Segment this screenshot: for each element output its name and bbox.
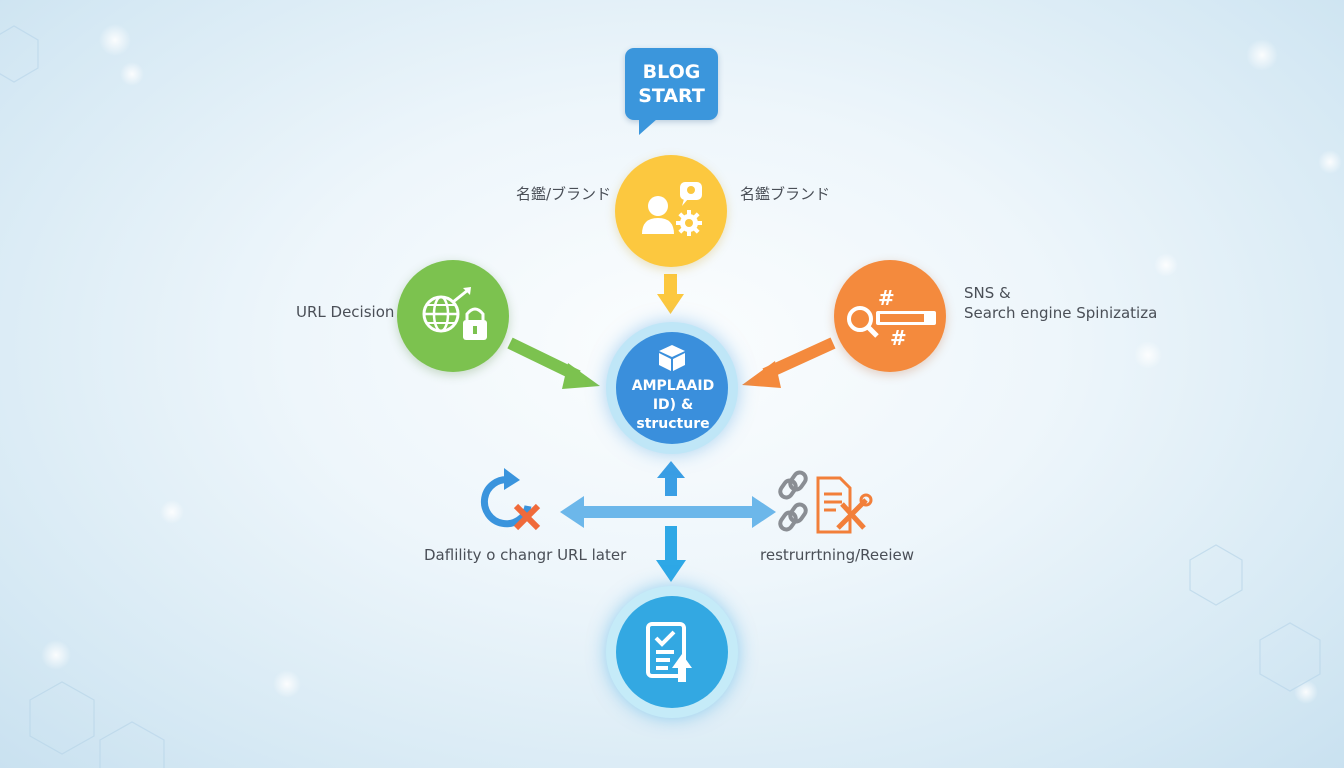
link-wrench-document-icon [778, 470, 873, 534]
center-line-3: structure [636, 416, 710, 432]
checklist-upload-icon [646, 622, 692, 682]
top-right-label: 名鑑ブランド [740, 185, 831, 203]
left-node [397, 260, 509, 372]
blog-start-bubble: BLOG START [625, 48, 718, 135]
left-label: URL Decision [296, 303, 395, 321]
arrow-top-to-center [657, 274, 684, 314]
user-gear-icon [642, 182, 702, 236]
bottom-left-label: Daflility o changr URL later [424, 546, 627, 564]
top-left-label: 名鑑/ブランド [516, 185, 612, 203]
arrow-right-to-center [742, 337, 836, 388]
arrow-left-to-center [507, 337, 600, 389]
arrow-down-to-bottom [656, 526, 686, 582]
center-line-2: ID) & [652, 397, 694, 413]
svg-text:#: # [890, 326, 907, 350]
top-node [615, 155, 727, 267]
center-node-text: AMPLAAID ID) & structure [620, 377, 726, 434]
arrow-up-to-center [657, 461, 685, 496]
right-label-line-2: Search engine Spinizatiza [964, 304, 1158, 322]
refresh-cross-icon [480, 468, 541, 531]
center-line-1: AMPLAAID [631, 378, 715, 394]
box-icon [659, 345, 685, 371]
start-line-1: BLOG [642, 61, 701, 83]
right-label-line-1: SNS & [964, 284, 1011, 302]
start-line-2: START [638, 85, 705, 107]
bottom-right-label: restrurrtning/Reeiew [760, 546, 915, 564]
globe-lock-icon [422, 287, 487, 340]
bottom-node-core [616, 596, 728, 708]
bottom-node [606, 586, 738, 718]
arrow-horizontal-double [560, 496, 776, 528]
svg-text:#: # [878, 286, 895, 310]
right-node: # # [834, 260, 946, 372]
search-hashtag-icon: # # [847, 286, 936, 350]
